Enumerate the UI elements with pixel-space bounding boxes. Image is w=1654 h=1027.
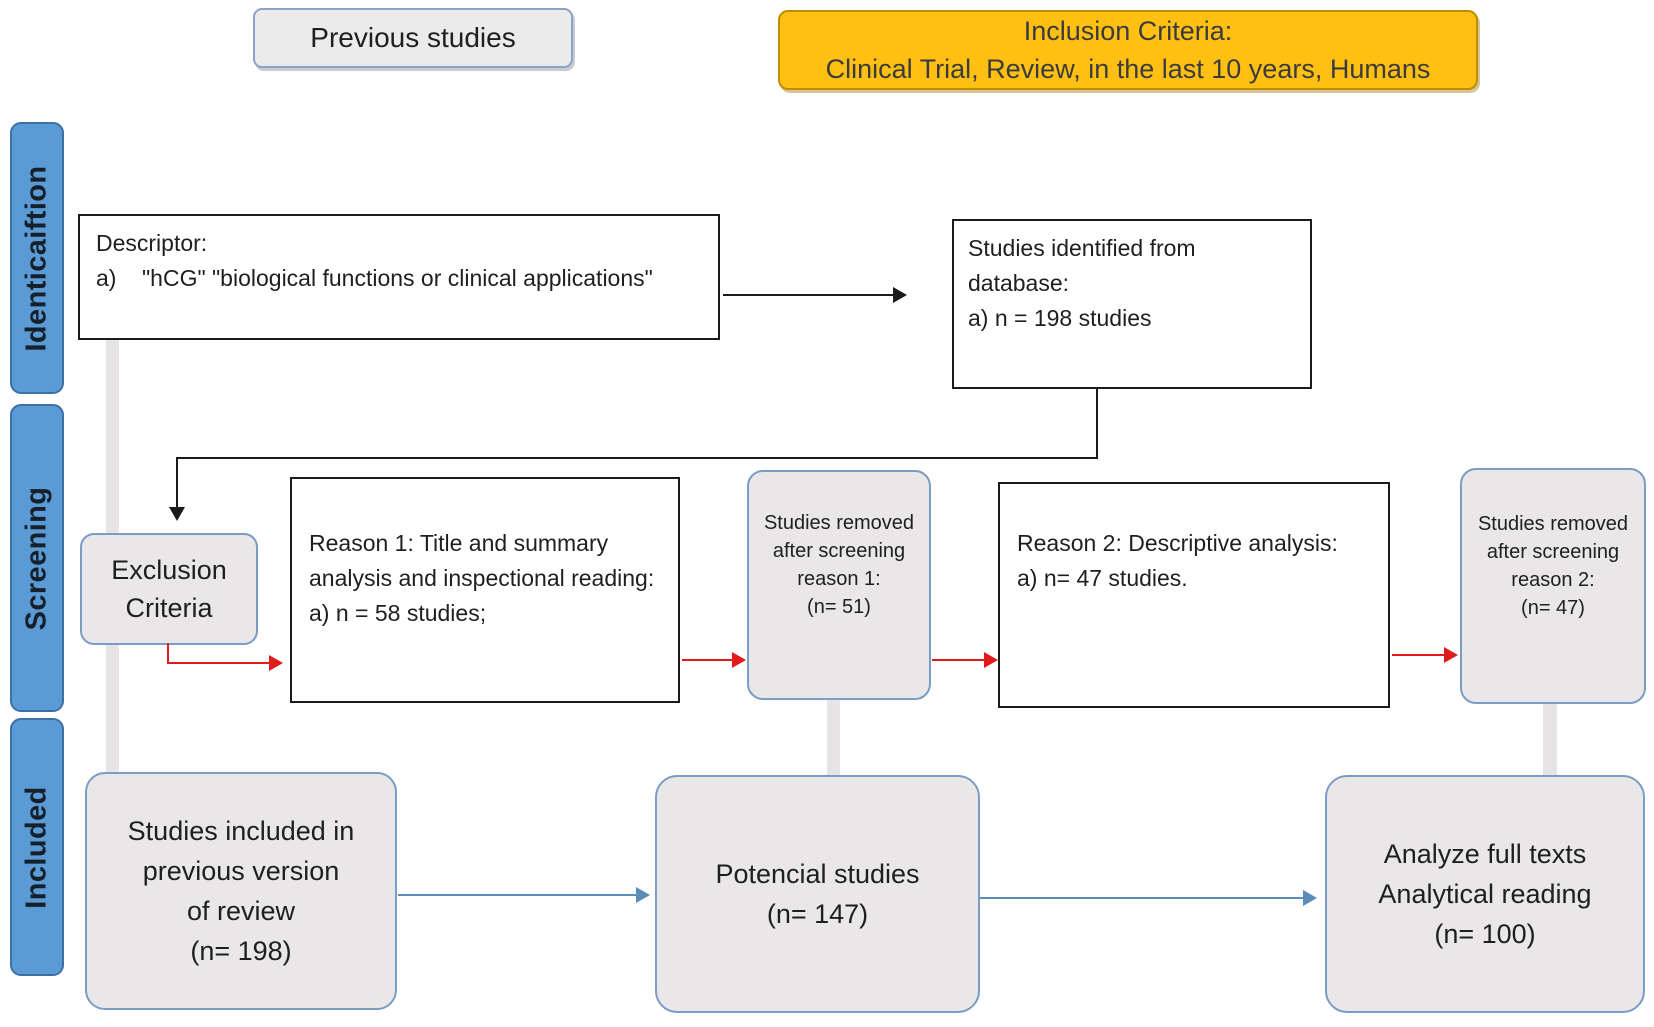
included-prev-line-2: previous version: [142, 856, 340, 886]
previous-studies-label: Previous studies: [253, 8, 573, 68]
sidebar-stage-screening: Screening: [10, 404, 64, 712]
removed1-line-3: reason 1:: [797, 568, 881, 590]
included-prev-line-4: (n= 198): [190, 936, 292, 966]
reason2-line-2: a) n= 47 studies.: [1017, 565, 1188, 591]
sidebar-stage-screening-label: Screening: [20, 486, 53, 630]
included-previous-box: Studies included in previous version of …: [85, 772, 397, 1010]
descriptor-line-2: a) "hCG" "biological functions or clinic…: [96, 265, 653, 291]
reason1-line-1: Reason 1: Title and summary: [309, 529, 609, 556]
exclusion-line-1: Exclusion: [111, 555, 227, 585]
previous-studies-text: Previous studies: [310, 22, 516, 53]
arrowhead-right-icon: [636, 887, 650, 903]
reason1-box: Reason 1: Title and summary analysis and…: [290, 477, 680, 703]
reason1-line-3: a) n = 58 studies;: [309, 599, 487, 626]
removed1-line-4: (n= 51): [807, 596, 871, 618]
removed2-line-2: after screening: [1486, 541, 1620, 563]
arrowhead-right-icon: [1444, 647, 1458, 663]
reason2-line-1: Reason 2: Descriptive analysis:: [1017, 530, 1338, 556]
inclusion-criteria-title: Inclusion Criteria:: [1023, 16, 1233, 46]
studies-identified-line-1: Studies identified from database:: [968, 235, 1196, 296]
removed2-line-1: Studies removed: [1477, 513, 1629, 535]
removed1-line-2: after screening: [772, 540, 906, 562]
sidebar-stage-included-label: Included: [20, 785, 53, 909]
inclusion-criteria-label: Inclusion Criteria: Clinical Trial, Revi…: [778, 10, 1478, 90]
reason2-box: Reason 2: Descriptive analysis: a) n= 47…: [998, 482, 1390, 708]
arrowhead-right-icon: [893, 287, 907, 303]
inclusion-criteria-detail: Clinical Trial, Review, in the last 10 y…: [825, 54, 1431, 84]
arrowhead-right-icon: [984, 652, 998, 668]
potential-line-1: Potencial studies: [715, 859, 920, 889]
reason1-line-2: analysis and inspectional reading:: [309, 564, 655, 591]
analyze-line-1: Analyze full texts: [1383, 839, 1587, 869]
removed-reason1-box: Studies removed after screening reason 1…: [747, 470, 931, 700]
sidebar-stage-identification-label: Identicaiftion: [20, 164, 53, 352]
potential-line-2: (n= 147): [766, 899, 869, 929]
arrowhead-right-icon: [732, 652, 746, 668]
gray-connector-removed2-to-analyze: [1543, 698, 1557, 778]
exclusion-line-2: Criteria: [125, 593, 213, 623]
analyze-line-3: (n= 100): [1434, 919, 1536, 949]
sidebar-stage-included: Included: [10, 718, 64, 976]
removed2-line-4: (n= 47): [1521, 597, 1585, 619]
removed1-line-1: Studies removed: [763, 512, 915, 534]
sidebar-stage-identification: Identicaiftion: [10, 122, 64, 394]
arrowhead-right-icon: [269, 655, 283, 671]
studies-identified-box: Studies identified from database: a) n =…: [952, 219, 1312, 389]
arrowhead-right-icon: [1303, 890, 1317, 906]
exclusion-criteria-box: Exclusion Criteria: [80, 533, 258, 645]
analyze-full-texts-box: Analyze full texts Analytical reading (n…: [1325, 775, 1645, 1013]
included-prev-line-3: of review: [186, 896, 296, 926]
potential-studies-box: Potencial studies (n= 147): [655, 775, 980, 1013]
arrowhead-down-icon: [169, 507, 185, 521]
removed2-line-3: reason 2:: [1511, 569, 1595, 591]
gray-connector-removed1-to-potential: [827, 692, 840, 778]
descriptor-box: Descriptor: a) "hCG" "biological functio…: [78, 214, 720, 340]
descriptor-line-1: Descriptor:: [96, 230, 208, 256]
studies-identified-line-2: a) n = 198 studies: [968, 305, 1152, 331]
analyze-line-2: Analytical reading: [1378, 879, 1592, 909]
included-prev-line-1: Studies included in: [127, 816, 355, 846]
removed-reason2-box: Studies removed after screening reason 2…: [1460, 468, 1646, 704]
